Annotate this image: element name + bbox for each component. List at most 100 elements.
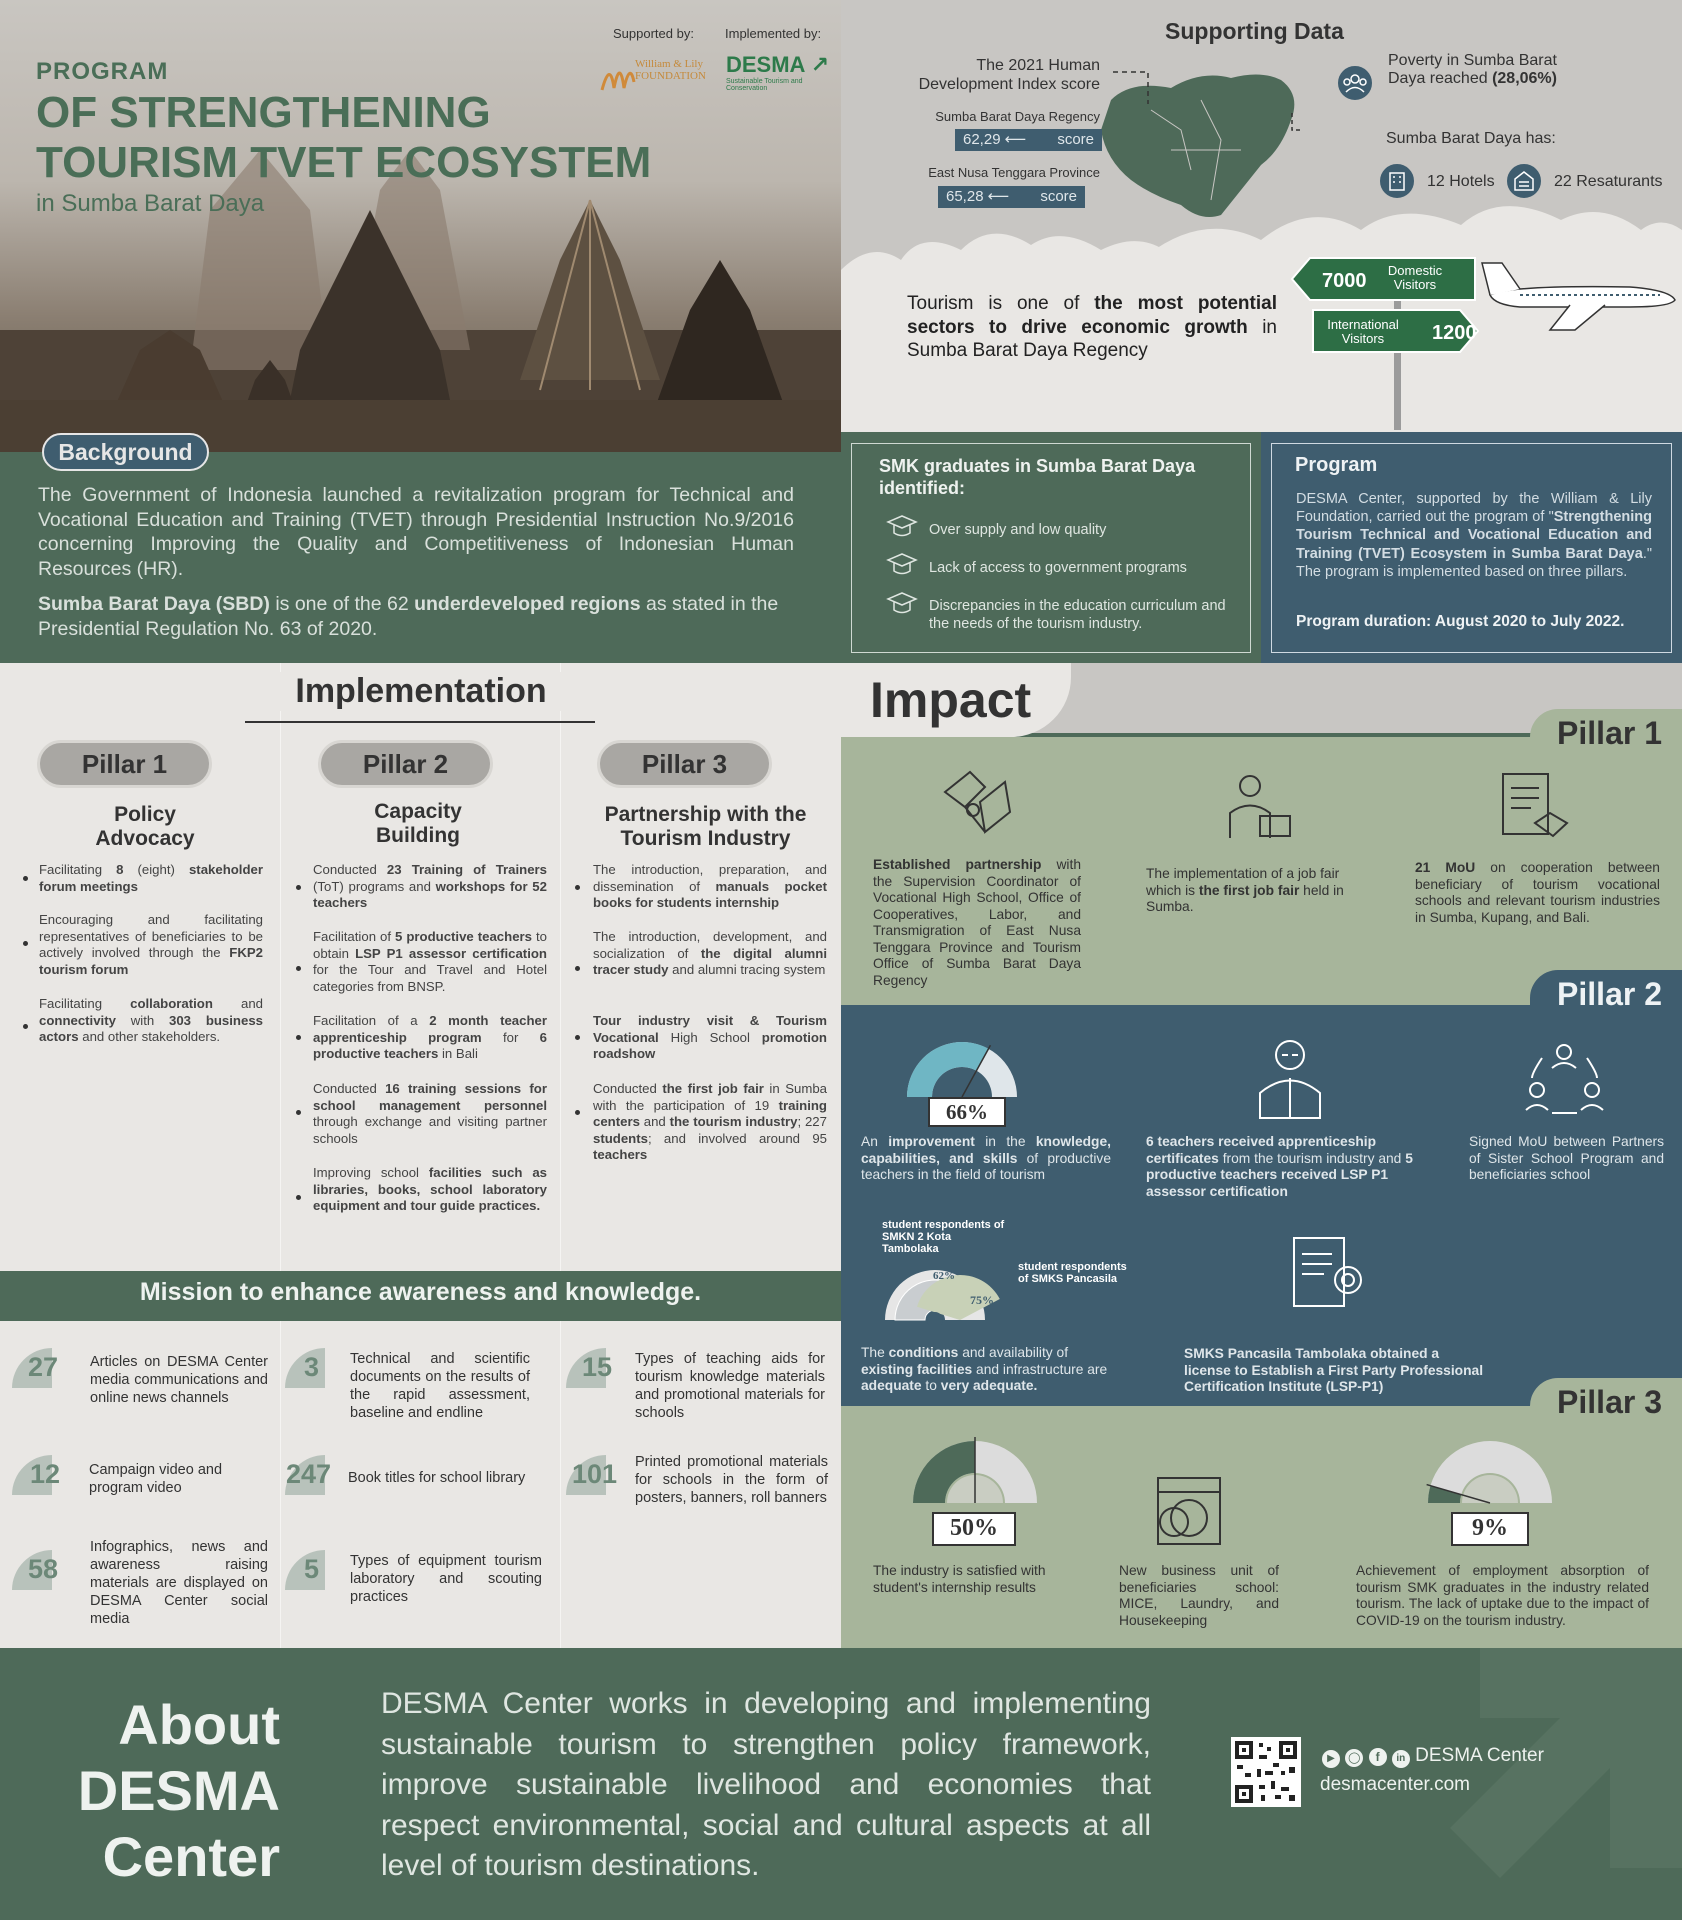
stat-text: Types of teaching aids for tourism knowl…: [635, 1351, 825, 1421]
title-line-2: TOURISM TVET ECOSYSTEM: [36, 138, 652, 187]
stat-number: 58: [28, 1554, 59, 1584]
sbd-regency-label: Sumba Barat Daya Regency: [935, 109, 1100, 124]
p3-bullet-3: Tour industry visit & Tourism Vocational…: [593, 1013, 827, 1061]
william-lily-logo-text: William & Lily FOUNDATION: [635, 58, 706, 82]
stat-text: Technical and scientific documents on th…: [350, 1351, 530, 1421]
linkedin-icon[interactable]: in: [1391, 1750, 1410, 1768]
ntt-score: 65,28: [946, 188, 984, 205]
mission-banner: [0, 1271, 841, 1321]
gauge-62-label: 62%: [933, 1270, 955, 1282]
sbd-score: 62,29: [963, 131, 1001, 148]
graduation-cap-icon: [886, 515, 918, 537]
program-label: PROGRAM: [36, 58, 169, 85]
people-group-icon: [1336, 64, 1374, 102]
p2-bullet-5: Improving school facilities such as libr…: [313, 1165, 547, 1213]
gauge-chart-66: [907, 1042, 1017, 1098]
score-word: score: [1040, 188, 1077, 205]
gauge-66-label: 66%: [928, 1097, 1006, 1127]
p2-sister-school-text: Signed MoU between Partners of Sister Sc…: [1469, 1134, 1664, 1182]
domestic-visitors-number: 7000: [1322, 270, 1367, 292]
gauge-9-label: 9%: [1451, 1512, 1529, 1546]
impact-pillar-2-tab: Pillar 2: [1530, 970, 1682, 1018]
pillar-2-badge: Pillar 2: [318, 740, 493, 788]
mission-stats: [0, 1321, 841, 1648]
program-box-body: DESMA Center, supported by the William &…: [1296, 491, 1652, 580]
gauge-75-label: 75%: [970, 1293, 994, 1307]
gauge-50-label: 50%: [932, 1512, 1016, 1546]
p1-bullet-1: Facilitating 8 (eight) stakeholder forum…: [39, 862, 263, 894]
program-title: OF STRENGTHENING TOURISM TVET ECOSYSTEM: [36, 88, 736, 188]
stat-text: Articles on DESMA Center media communica…: [90, 1354, 268, 1406]
p3-bullet-4: Conducted the first job fair in Sumba wi…: [593, 1081, 828, 1162]
program-box-title: Program: [1295, 454, 1378, 476]
airplane-icon: [1481, 262, 1676, 331]
visitor-signposts: [1290, 257, 1480, 353]
arrow-icon: ↗: [810, 52, 830, 77]
qr-code[interactable]: [1231, 1737, 1301, 1807]
restaurant-icon: [1505, 162, 1543, 200]
respondent-label-smkn2: student respondents of SMKN 2 Kota Tambo…: [882, 1219, 1005, 1255]
p2-bullet-2: Facilitation of 5 productive teachers to…: [313, 929, 547, 994]
p3-bullet-1: The introduction, preparation, and disse…: [593, 862, 827, 910]
domestic-visitors-label: Domestic Visitors: [1387, 263, 1443, 292]
businessman-briefcase-icon: [1229, 775, 1291, 838]
smk-box: [841, 432, 1261, 663]
tourism-text: Tourism is one of the most potential sec…: [907, 293, 1277, 361]
arrow-left-icon: ⟵: [1004, 131, 1027, 148]
stat-text: Book titles for school library: [348, 1470, 526, 1486]
pillar-1-badge: Pillar 1: [37, 740, 212, 788]
ntt-province-label: East Nusa Tenggara Province: [928, 165, 1100, 180]
stat-number: 12: [30, 1459, 61, 1489]
p1-jobfair-text: The implementation of a job fair which i…: [1146, 866, 1344, 914]
score-word: score: [1057, 131, 1094, 148]
background-paragraph-1: The Government of Indonesia launched a r…: [38, 484, 794, 580]
facebook-icon[interactable]: f: [1368, 1748, 1387, 1766]
p2-improvement-text: An improvement in the knowledge, capabil…: [861, 1134, 1111, 1182]
certificate-license-icon: [1293, 1237, 1362, 1307]
about-body: DESMA Center works in developing and imp…: [381, 1687, 1151, 1882]
smk-item-3: Discrepancies in the education curriculu…: [929, 598, 1226, 632]
stat-text: Printed promotional materials for school…: [635, 1454, 828, 1506]
international-visitors-number: 1200: [1432, 322, 1477, 344]
desma-tagline: Sustainable Tourism and Conservation: [726, 78, 803, 92]
stat-number: 27: [28, 1352, 59, 1382]
poverty-text: Poverty in Sumba Barat Daya reached (28,…: [1388, 52, 1557, 87]
gauge-arc-smks: [917, 1275, 1000, 1320]
arrow-left-icon: ⟵: [987, 188, 1010, 205]
p3-business-unit-text: New business unit of beneficiaries schoo…: [1119, 1563, 1279, 1628]
stat-number: 101: [572, 1459, 618, 1489]
gauge-needle: [1426, 1483, 1491, 1504]
implementation-title: Implementation: [246, 672, 596, 711]
stat-text: Campaign video and program video: [89, 1462, 223, 1496]
pillar-3-badge: Pillar 3: [597, 740, 772, 788]
gauge-value-arc: [913, 1441, 975, 1503]
hotels-count: 12 Hotels: [1427, 173, 1495, 190]
sbd-score-box: 62,29 ⟵ score: [955, 129, 1102, 151]
hotel-icon: [1378, 162, 1416, 200]
youtube-icon[interactable]: ▶: [1322, 1750, 1340, 1768]
gauge-hub: [927, 1312, 943, 1325]
program-box: [1261, 432, 1682, 663]
washing-machine-icon: [1157, 1477, 1221, 1545]
supported-by-label: Supported by:: [613, 26, 694, 41]
program-duration: Program duration: August 2020 to July 20…: [1296, 613, 1625, 630]
gauge-track: [1428, 1441, 1552, 1503]
smk-title: SMK graduates in Sumba Barat Daya identi…: [879, 456, 1196, 498]
stat-text: Types of equipment tourism laboratory an…: [350, 1553, 542, 1605]
social-links: ▶ ◯ f in DESMA Center: [1322, 1745, 1544, 1768]
p2-facilities-text: The conditions and availability of exist…: [861, 1345, 1108, 1393]
instagram-icon[interactable]: ◯: [1345, 1749, 1364, 1767]
hero-banner: PROGRAM OF STRENGTHENING TOURISM TVET EC…: [0, 0, 841, 452]
impact-title: Impact: [870, 672, 1032, 728]
international-visitors-label: International Visitors: [1327, 317, 1399, 346]
website-link[interactable]: desmacenter.com: [1320, 1774, 1470, 1795]
graduation-cap-icon: [886, 553, 918, 575]
p2-license-text: SMKS Pancasila Tambolaka obtained a lice…: [1184, 1346, 1484, 1394]
gauge-value-arc: [1428, 1485, 1462, 1503]
title-line-1: OF STRENGTHENING: [36, 88, 491, 137]
hdi-label: The 2021 Human Development Index score: [918, 57, 1100, 93]
william-lily-logo: [600, 71, 636, 91]
